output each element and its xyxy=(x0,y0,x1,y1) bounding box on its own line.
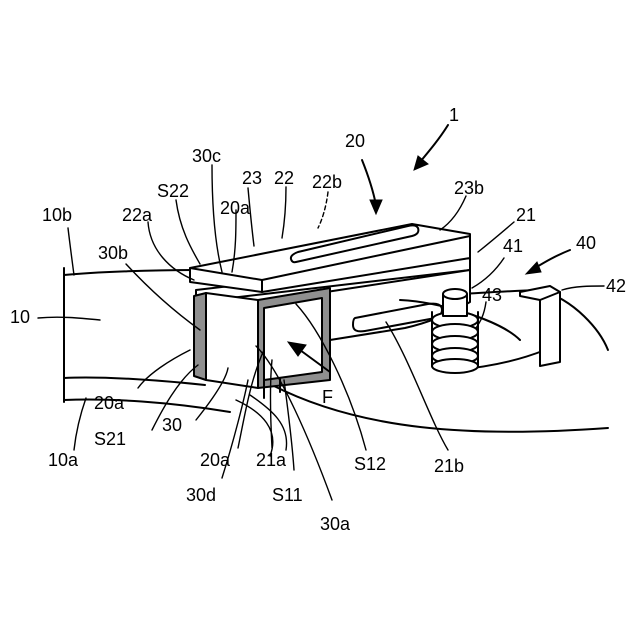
label-s12: S12 xyxy=(354,454,386,474)
label-21b: 21b xyxy=(434,456,464,476)
label-20a-top: 20a xyxy=(220,198,251,218)
label-20: 20 xyxy=(345,131,365,151)
label-30a: 30a xyxy=(320,514,351,534)
label-22b: 22b xyxy=(312,172,342,192)
label-10b: 10b xyxy=(42,205,72,225)
label-20a-left: 20a xyxy=(94,393,125,413)
label-s11: S11 xyxy=(272,485,303,505)
label-40: 40 xyxy=(576,233,596,253)
label-s22: S22 xyxy=(157,181,189,201)
label-22: 22 xyxy=(274,168,294,188)
label-21: 21 xyxy=(516,205,536,225)
label-42: 42 xyxy=(606,276,626,296)
label-23: 23 xyxy=(242,168,262,188)
block-30 xyxy=(194,288,330,398)
label-30: 30 xyxy=(162,415,182,435)
label-20a-bottom: 20a xyxy=(200,450,231,470)
label-s21: S21 xyxy=(94,429,126,449)
label-23b: 23b xyxy=(454,178,484,198)
label-1: 1 xyxy=(449,105,459,125)
label-43: 43 xyxy=(482,285,502,305)
label-10a: 10a xyxy=(48,450,79,470)
label-21a: 21a xyxy=(256,450,287,470)
label-30d: 30d xyxy=(186,485,216,505)
label-30b: 30b xyxy=(98,243,128,263)
label-30c: 30c xyxy=(192,146,221,166)
label-f: F xyxy=(322,387,333,407)
label-10: 10 xyxy=(10,307,30,327)
label-41: 41 xyxy=(503,236,523,256)
label-22a: 22a xyxy=(122,205,153,225)
